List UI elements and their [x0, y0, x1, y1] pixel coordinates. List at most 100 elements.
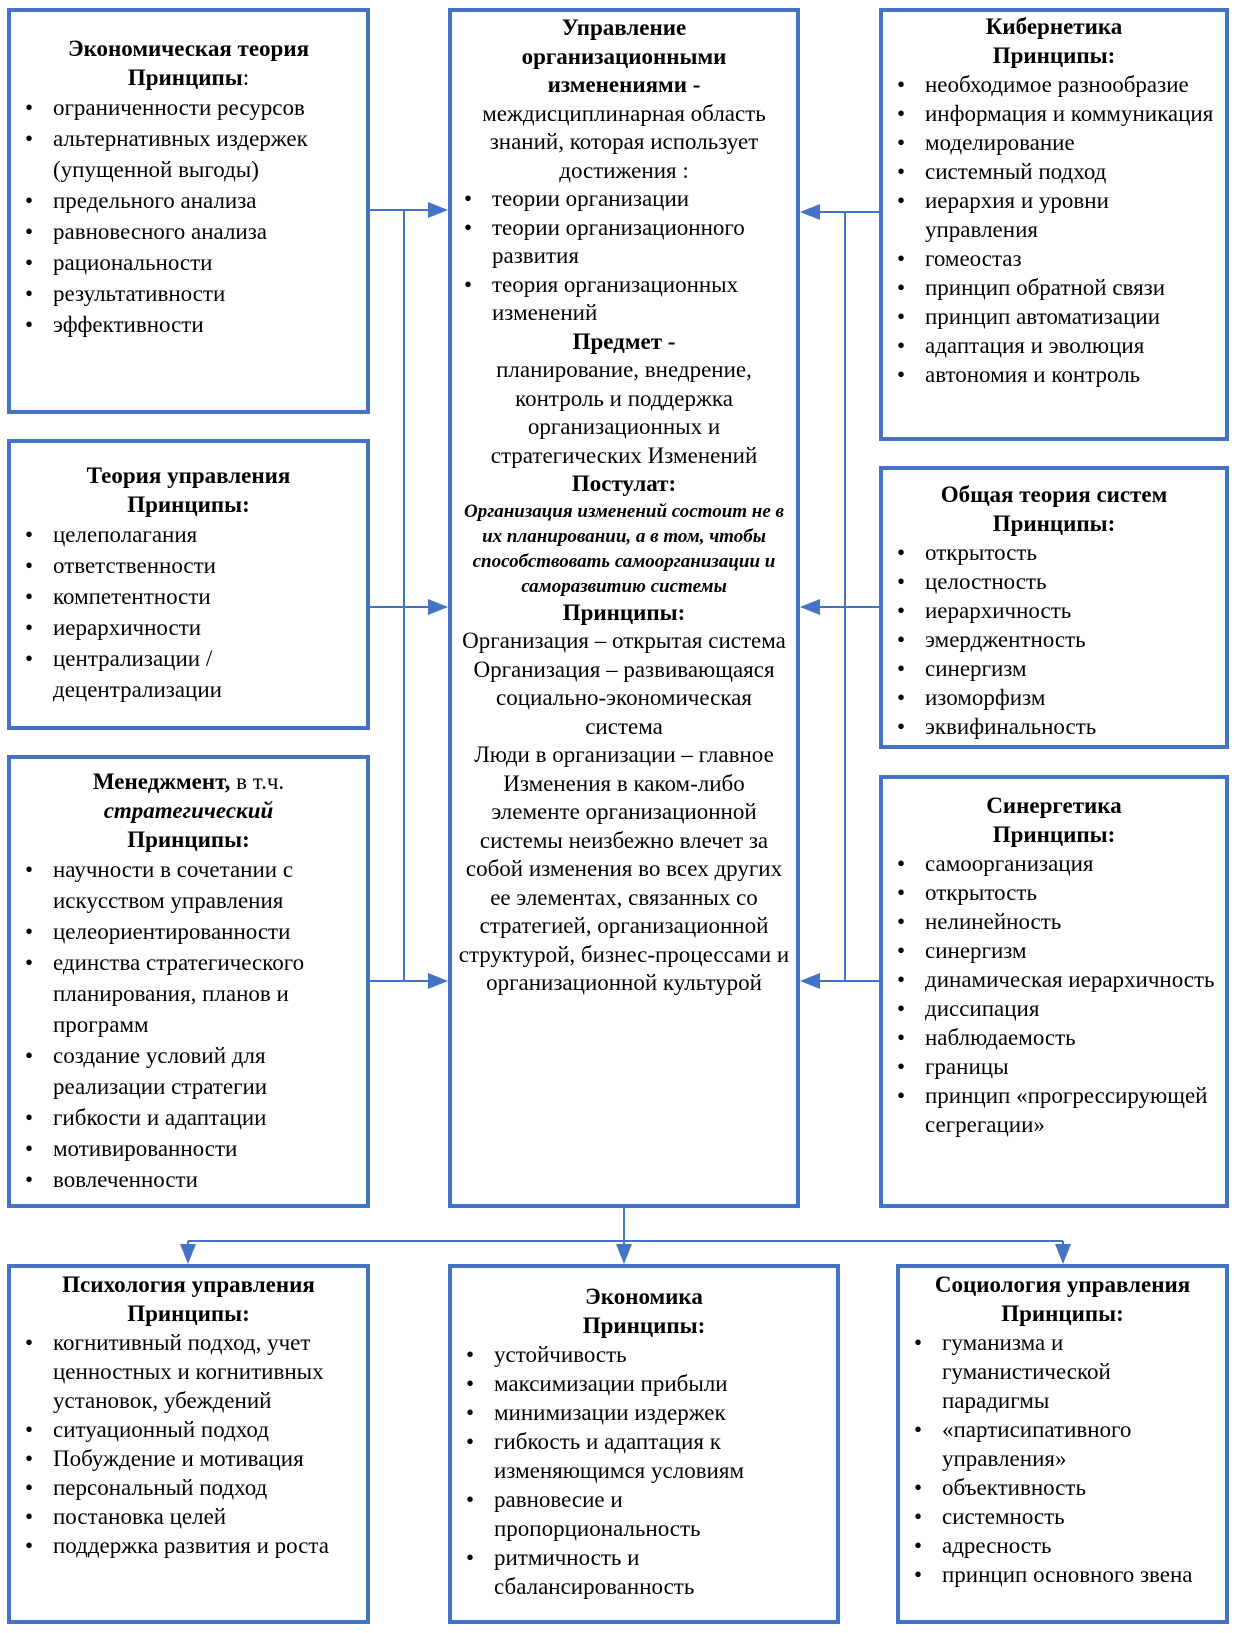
cybernetics-title: Кибернетика — [985, 14, 1123, 39]
principle-line: Организация – открытая система — [462, 628, 786, 653]
cybernetics-box: Кибернетика Принципы: необходимое разноо… — [879, 8, 1229, 441]
list-item: эффективности — [19, 309, 358, 340]
synergetics-title: Синергетика — [986, 793, 1122, 818]
psychology-list: когнитивный подход, учет ценностных и ко… — [19, 1328, 358, 1560]
list-item: необходимое разнообразие — [891, 70, 1217, 99]
psychology-title: Психология управления — [62, 1272, 315, 1297]
list-item: научности в сочетании с искусством управ… — [19, 854, 358, 916]
list-item: адаптация и эволюция — [891, 331, 1217, 360]
list-item: открытость — [891, 878, 1217, 907]
list-item: рациональности — [19, 247, 358, 278]
sociology-title: Социология управления — [934, 1272, 1191, 1297]
list-item: принцип обратной связи — [891, 273, 1217, 302]
management-title-suffix: в т.ч. — [230, 769, 285, 794]
list-item: динамическая иерархичность — [891, 965, 1217, 994]
center-list: теории организации теории организационно… — [458, 185, 790, 328]
list-item: адресность — [908, 1531, 1217, 1560]
list-item: открытость — [891, 538, 1217, 567]
list-item: целеполагания — [19, 519, 358, 550]
econ-theory-title: Экономическая теория — [67, 36, 310, 61]
list-item: эмерджентность — [891, 625, 1217, 654]
list-item: минимизации издержек — [460, 1398, 828, 1427]
econ-theory-box: Экономическая теория Принципы: ограничен… — [7, 8, 370, 414]
list-item: теория организационных изменений — [458, 271, 790, 328]
list-item: единства стратегического планирования, п… — [19, 947, 358, 1040]
list-item: гомеостаз — [891, 244, 1217, 273]
list-item: Побуждение и мотивация — [19, 1444, 358, 1473]
list-item: гибкости и адаптации — [19, 1102, 358, 1133]
list-item: когнитивный подход, учет ценностных и ко… — [19, 1328, 358, 1415]
list-item: границы — [891, 1052, 1217, 1081]
cybernetics-principles: Принципы: — [992, 43, 1116, 68]
psychology-principles: Принципы: — [127, 1301, 250, 1326]
list-item: создание условий для реализации стратеги… — [19, 1040, 358, 1102]
list-item: принцип «прогрессирующей сегрегации» — [891, 1081, 1217, 1139]
postulate-label: Постулат: — [571, 471, 677, 496]
list-item: синергизм — [891, 654, 1217, 683]
list-item: моделирование — [891, 128, 1217, 157]
systems-title: Общая теория систем — [940, 482, 1168, 507]
list-item: автономия и контроль — [891, 360, 1217, 389]
list-item: ограниченности ресурсов — [19, 92, 358, 123]
econ-theory-list: ограниченности ресурсов альтернативных и… — [19, 92, 358, 340]
list-item: принцип автоматизации — [891, 302, 1217, 331]
list-item: системный подход — [891, 157, 1217, 186]
list-item: целеориентированности — [19, 916, 358, 947]
synergetics-box: Синергетика Принципы: самоорганизация от… — [879, 775, 1229, 1208]
psychology-box: Психология управления Принципы: когнитив… — [7, 1264, 370, 1624]
synergetics-list: самоорганизация открытость нелинейность … — [891, 849, 1217, 1139]
list-item: принцип основного звена — [908, 1560, 1217, 1589]
list-item: иерархичности — [19, 612, 358, 643]
list-item: эквифинальность — [891, 712, 1217, 741]
mgmt-theory-principles: Принципы: — [127, 492, 250, 517]
econ-theory-principles: Принципы — [127, 65, 243, 90]
center-box: Управление организационными изменениями … — [448, 8, 800, 1208]
list-item: ситуационный подход — [19, 1415, 358, 1444]
synergetics-principles: Принципы: — [992, 822, 1116, 847]
economics-list: устойчивость максимизации прибыли миними… — [460, 1340, 828, 1601]
list-item: «партисипативного управления» — [908, 1415, 1217, 1473]
list-item: результативности — [19, 278, 358, 309]
list-item: изоморфизм — [891, 683, 1217, 712]
economics-title: Экономика — [585, 1284, 703, 1309]
management-list: научности в сочетании с искусством управ… — [19, 854, 358, 1195]
list-item: постановка целей — [19, 1502, 358, 1531]
systems-box: Общая теория систем Принципы: открытость… — [879, 466, 1229, 749]
center-intro: междисциплинарная область знаний, котора… — [482, 100, 766, 183]
list-item: максимизации прибыли — [460, 1369, 828, 1398]
subject-label: Предмет - — [572, 328, 676, 354]
list-item: иерархия и уровни управления — [891, 186, 1217, 244]
center-title: Управление организационными изменениями … — [521, 15, 727, 97]
list-item: ритмичность и сбалансированность — [460, 1543, 828, 1601]
list-item: равновесие и пропорциональность — [460, 1485, 828, 1543]
mgmt-theory-title: Теория управления — [86, 463, 291, 488]
systems-principles: Принципы: — [992, 511, 1116, 536]
list-item: теории организации — [458, 185, 790, 214]
list-item: альтернативных издержек (упущенной выгод… — [19, 123, 358, 185]
cybernetics-list: необходимое разнообразие информация и ко… — [891, 70, 1217, 389]
systems-list: открытость целостность иерархичность эме… — [891, 538, 1217, 741]
principle-line: Организация – развивающаяся социально-эк… — [473, 656, 775, 739]
economics-box: Экономика Принципы: устойчивость максими… — [448, 1264, 840, 1624]
list-item: персональный подход — [19, 1473, 358, 1502]
list-item: нелинейность — [891, 907, 1217, 936]
list-item: вовлеченности — [19, 1164, 358, 1195]
center-principles: Принципы: — [562, 599, 686, 625]
list-item: теории организационного развития — [458, 214, 790, 271]
list-item: диссипация — [891, 994, 1217, 1023]
list-item: предельного анализа — [19, 185, 358, 216]
sociology-list: гуманизма и гуманистической парадигмы «п… — [908, 1328, 1217, 1589]
list-item: самоорганизация — [891, 849, 1217, 878]
list-item: ответственности — [19, 550, 358, 581]
list-item: объективность — [908, 1473, 1217, 1502]
list-item: устойчивость — [460, 1340, 828, 1369]
management-box: Менеджмент, в т.ч. стратегический Принци… — [7, 755, 370, 1208]
colon: : — [242, 65, 250, 90]
list-item: наблюдаемость — [891, 1023, 1217, 1052]
list-item: гуманизма и гуманистической парадигмы — [908, 1328, 1217, 1415]
list-item: компетентности — [19, 581, 358, 612]
principle-line: Изменения в каком-либо элементе организа… — [458, 770, 790, 996]
sociology-principles: Принципы: — [1001, 1301, 1124, 1326]
list-item: информация и коммуникация — [891, 99, 1217, 128]
management-principles: Принципы: — [127, 827, 250, 852]
